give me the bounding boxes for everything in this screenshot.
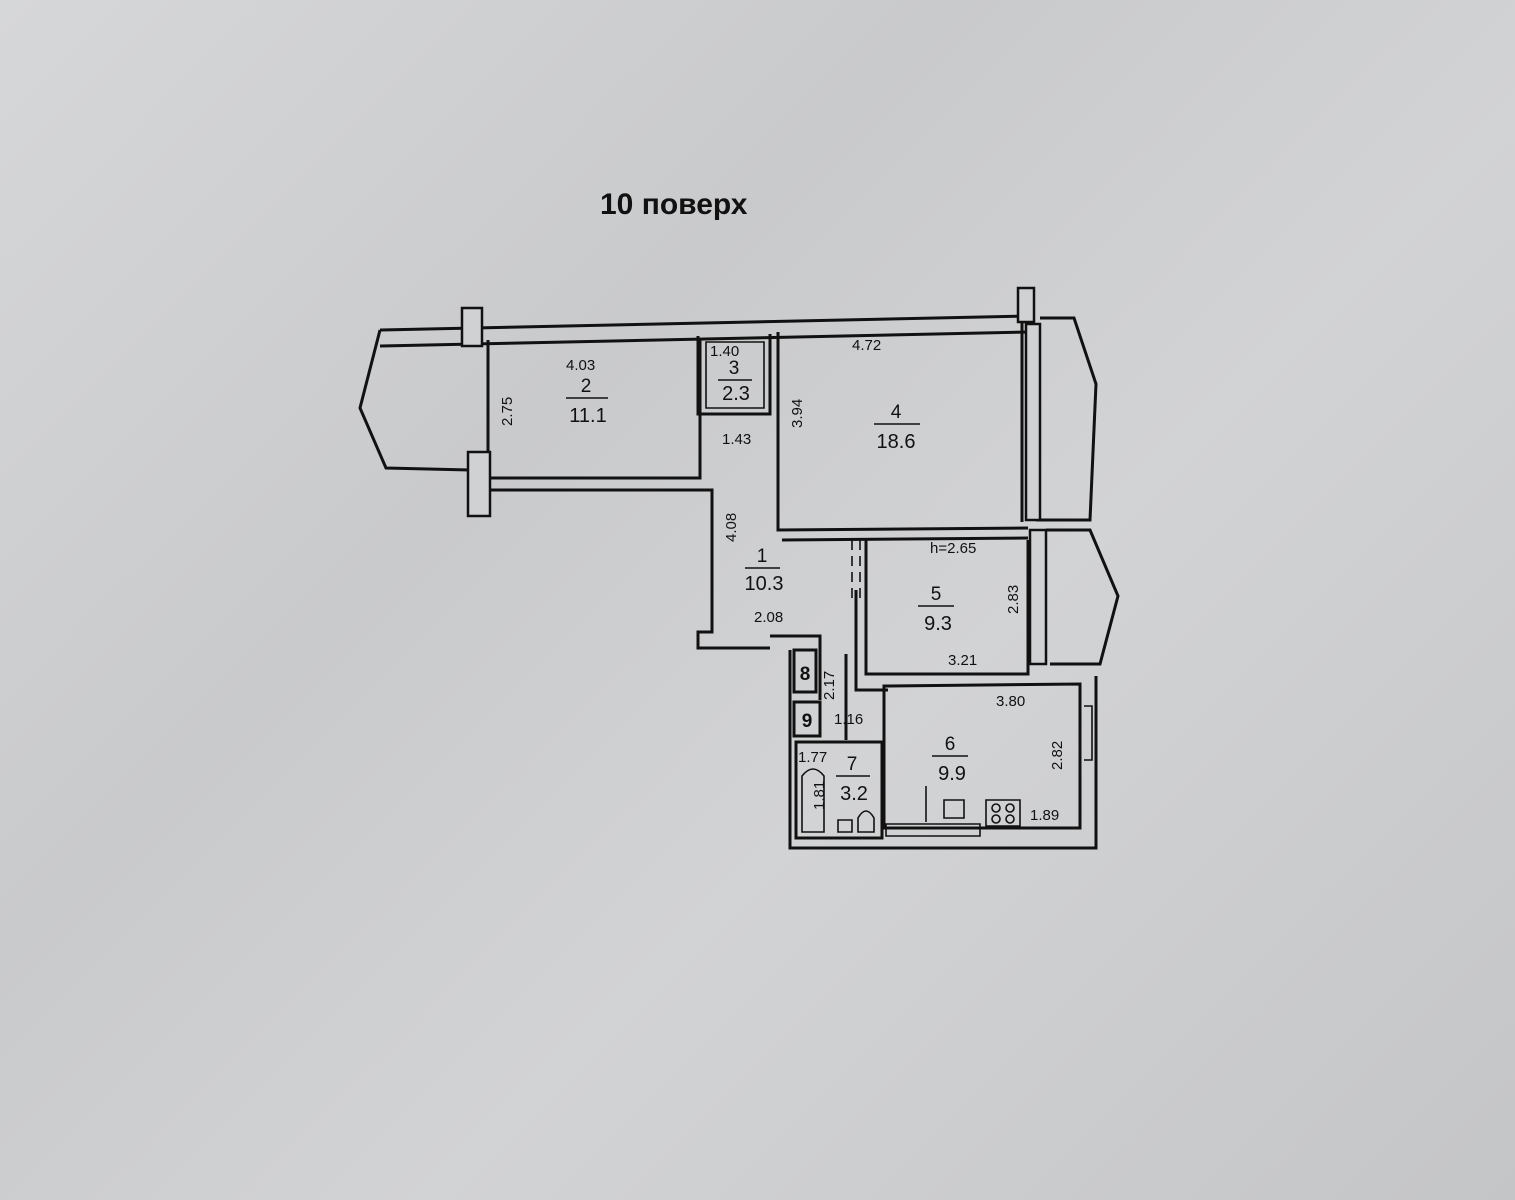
dim-room5-depth: 2.83 xyxy=(1005,585,1022,614)
dim-room3-door: 1.43 xyxy=(722,431,751,448)
dim-room7-depth: 1.81 xyxy=(811,781,828,810)
room-5-area: 9.3 xyxy=(924,613,952,635)
room-3-number: 3 xyxy=(729,358,740,379)
dim-room5-height: h=2.65 xyxy=(930,540,976,557)
room-1-area: 10.3 xyxy=(745,573,784,595)
room-label-7: 7 3.2 xyxy=(836,754,870,805)
room-2-area: 11.1 xyxy=(569,405,606,427)
dim-room2-width: 4.03 xyxy=(566,357,595,374)
dim-room2-depth: 2.75 xyxy=(499,397,516,426)
dim-room6-width: 3.80 xyxy=(996,693,1025,710)
room-label-5: 5 9.3 xyxy=(918,584,954,635)
dim-room3-width: 1.40 xyxy=(710,343,739,360)
dim-corridor-width: 1.16 xyxy=(834,711,863,728)
room-label-3: 3 2.3 xyxy=(718,358,752,405)
room-1-number: 1 xyxy=(757,546,768,567)
dim-room6-depth: 2.82 xyxy=(1049,741,1066,770)
room-6-area: 9.9 xyxy=(938,763,966,785)
room-6-number: 6 xyxy=(945,734,956,755)
dim-corridor-depth: 2.17 xyxy=(821,671,838,700)
dim-room5-width: 3.21 xyxy=(948,652,977,669)
dimension-labels: 4.03 2.75 1.40 1.43 4.72 3.94 4.08 2.08 … xyxy=(499,337,1066,824)
right-balcony-bottom xyxy=(1046,528,1120,666)
left-balcony-outline xyxy=(358,329,471,472)
room-3-area: 2.3 xyxy=(722,383,750,405)
dim-room6-window: 1.89 xyxy=(1030,807,1059,824)
dim-room4-depth: 3.94 xyxy=(789,399,806,428)
room-label-6: 6 9.9 xyxy=(932,734,968,785)
dim-room7-width: 1.77 xyxy=(798,749,827,766)
room-label-2: 2 11.1 xyxy=(566,376,608,427)
room-7-area: 3.2 xyxy=(840,783,868,805)
room-label-4: 4 18.6 xyxy=(874,402,920,453)
dim-room4-width: 4.72 xyxy=(852,337,881,354)
dim-room1-depth: 4.08 xyxy=(723,513,740,542)
room-label-1: 1 10.3 xyxy=(745,546,784,595)
room-2-number: 2 xyxy=(581,376,592,397)
room-7-number: 7 xyxy=(847,754,858,775)
room-5-number: 5 xyxy=(931,584,942,605)
room-9-number: 9 xyxy=(802,711,813,732)
room-8-number: 8 xyxy=(800,664,811,685)
dim-room1-width: 2.08 xyxy=(754,609,783,626)
room-4-area: 18.6 xyxy=(877,431,916,453)
right-balcony-top xyxy=(1036,316,1098,522)
floor-label: 10 поверх xyxy=(600,188,748,221)
room-4-number: 4 xyxy=(891,402,902,423)
pillars xyxy=(460,286,1048,666)
